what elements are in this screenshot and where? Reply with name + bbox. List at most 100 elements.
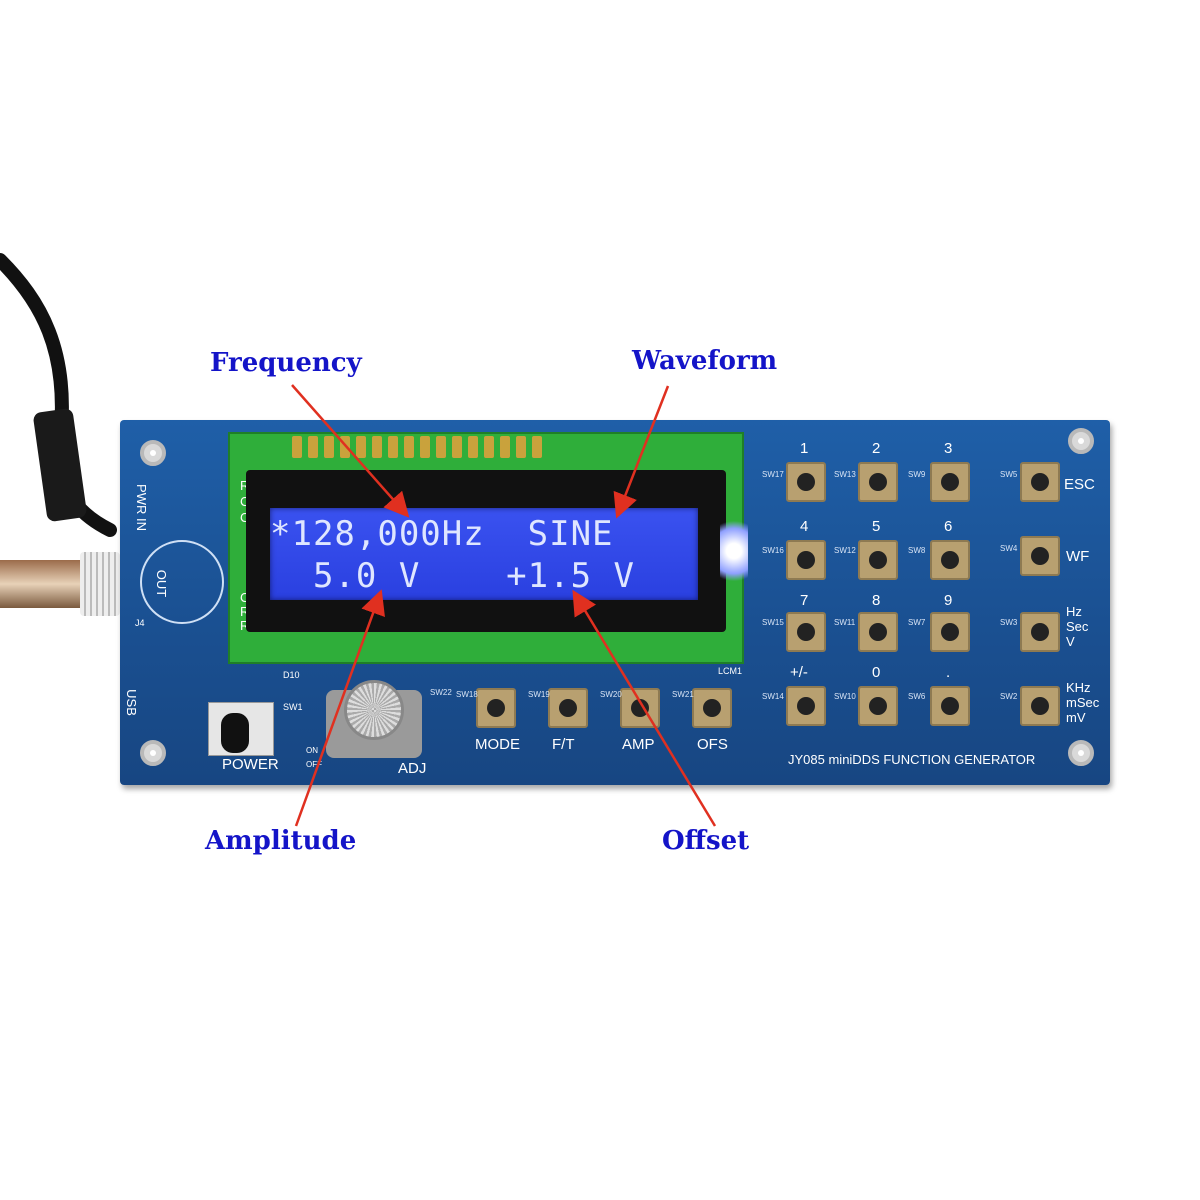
sw-label: SW8	[908, 546, 926, 555]
wf-button[interactable]	[1020, 536, 1060, 576]
key-4-button[interactable]	[786, 540, 826, 580]
on-label: ON	[306, 746, 318, 755]
mode-button[interactable]	[476, 688, 516, 728]
waveform-arrow	[613, 385, 670, 519]
lcd-screen: *128,000Hz SINE 5.0 V +1.5 V	[270, 508, 698, 600]
key-label: 0	[872, 664, 881, 681]
key-8-button[interactable]	[858, 612, 898, 652]
frequency-callout: Frequency	[210, 348, 362, 378]
sw-label: SW6	[908, 692, 926, 701]
offset-callout: Offset	[662, 826, 750, 856]
ofs-button[interactable]	[692, 688, 732, 728]
lcd-pin	[340, 436, 350, 458]
power-label: POWER	[222, 756, 279, 773]
key-1-button[interactable]	[786, 462, 826, 502]
out-circle	[140, 540, 224, 624]
lcd-pin	[324, 436, 334, 458]
lcd-pin	[516, 436, 526, 458]
sw-label: SW20	[600, 690, 622, 699]
key-plusminus-button[interactable]	[786, 686, 826, 726]
key-label: 6	[944, 518, 953, 535]
lcd-pin-label: R	[240, 478, 250, 493]
key-7-button[interactable]	[786, 612, 826, 652]
mounting-hole	[140, 440, 166, 466]
khz-msec-mv-button[interactable]	[1020, 686, 1060, 726]
lcd-pin-label: C	[240, 590, 250, 605]
sw-label: SW7	[908, 618, 926, 627]
power-cable	[0, 253, 117, 537]
sw-label: SW16	[762, 546, 784, 555]
sw-label: SW15	[762, 618, 784, 627]
sw-label: SW19	[528, 690, 550, 699]
lcd-line-2: 5.0 V +1.5 V	[270, 556, 635, 596]
key-9-button[interactable]	[930, 612, 970, 652]
lcd-pin	[372, 436, 382, 458]
sw-label: SW18	[456, 690, 478, 699]
ft-label: F/T	[552, 736, 575, 753]
sw-label: SW17	[762, 470, 784, 479]
key-label: 2	[872, 440, 881, 457]
sw-label: SW5	[1000, 470, 1018, 479]
sw-label: SW4	[1000, 544, 1018, 553]
key-6-button[interactable]	[930, 540, 970, 580]
j4-label: J4	[135, 618, 145, 628]
khz-msec-mv-label: KHz mSec mV	[1066, 680, 1100, 725]
lcd-pin	[388, 436, 398, 458]
amplitude-callout: Amplitude	[205, 826, 357, 856]
sw-label: SW14	[762, 692, 784, 701]
sw1-label: SW1	[283, 702, 303, 712]
wf-label: WF	[1066, 548, 1090, 565]
key-label: 7	[800, 592, 809, 609]
ft-button[interactable]	[548, 688, 588, 728]
mounting-hole	[1068, 428, 1094, 454]
esc-button[interactable]	[1020, 462, 1060, 502]
key-2-button[interactable]	[858, 462, 898, 502]
lcd-pin-label: C	[240, 494, 250, 509]
key-dot-button[interactable]	[930, 686, 970, 726]
lcd-pin	[452, 436, 462, 458]
key-label: 8	[872, 592, 881, 609]
key-label: 5	[872, 518, 881, 535]
lcd-pin	[404, 436, 414, 458]
key-5-button[interactable]	[858, 540, 898, 580]
lcd-pin	[420, 436, 430, 458]
lcd-pin	[484, 436, 494, 458]
esc-label: ESC	[1064, 476, 1095, 493]
key-label: 9	[944, 592, 953, 609]
lcd-pin	[308, 436, 318, 458]
key-label: 1	[800, 440, 809, 457]
power-switch[interactable]	[208, 702, 274, 756]
sw-label: SW3	[1000, 618, 1018, 627]
hz-sec-v-label: Hz Sec V	[1066, 604, 1089, 649]
board-title: JY085 miniDDS FUNCTION GENERATOR	[788, 752, 1036, 767]
off-label: OFF	[306, 760, 322, 769]
sw-label: SW2	[1000, 692, 1018, 701]
lcd-pin-label: R	[240, 604, 250, 619]
mounting-hole	[140, 740, 166, 766]
lcd-pin	[532, 436, 542, 458]
key-label: 4	[800, 518, 809, 535]
sw-label: SW9	[908, 470, 926, 479]
sw-label: SW13	[834, 470, 856, 479]
sw-label: SW11	[834, 618, 856, 627]
lcd-backlight-led	[720, 516, 748, 586]
key-3-button[interactable]	[930, 462, 970, 502]
amplitude-arrow	[294, 589, 385, 827]
key-label: +/-	[790, 664, 808, 681]
lcm-label: LCM1	[718, 666, 743, 676]
bnc-connector	[0, 550, 150, 620]
hz-sec-v-button[interactable]	[1020, 612, 1060, 652]
offset-arrow	[572, 589, 717, 827]
sw-label: SW10	[834, 692, 856, 701]
frequency-arrow	[291, 384, 410, 518]
lcd-pin	[500, 436, 510, 458]
adj-label: ADJ	[398, 760, 427, 777]
key-0-button[interactable]	[858, 686, 898, 726]
adj-knob[interactable]	[326, 680, 426, 760]
amp-button[interactable]	[620, 688, 660, 728]
mounting-hole	[1068, 740, 1094, 766]
lcd-pin	[436, 436, 446, 458]
lcd-pin-label: C	[240, 510, 250, 525]
mode-label: MODE	[475, 736, 520, 753]
